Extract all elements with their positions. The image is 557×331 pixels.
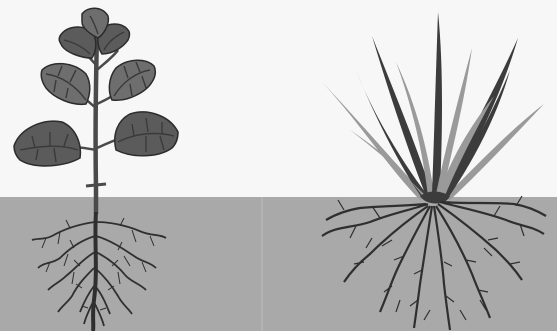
stem-node [86, 184, 106, 186]
soil-background [0, 197, 557, 331]
